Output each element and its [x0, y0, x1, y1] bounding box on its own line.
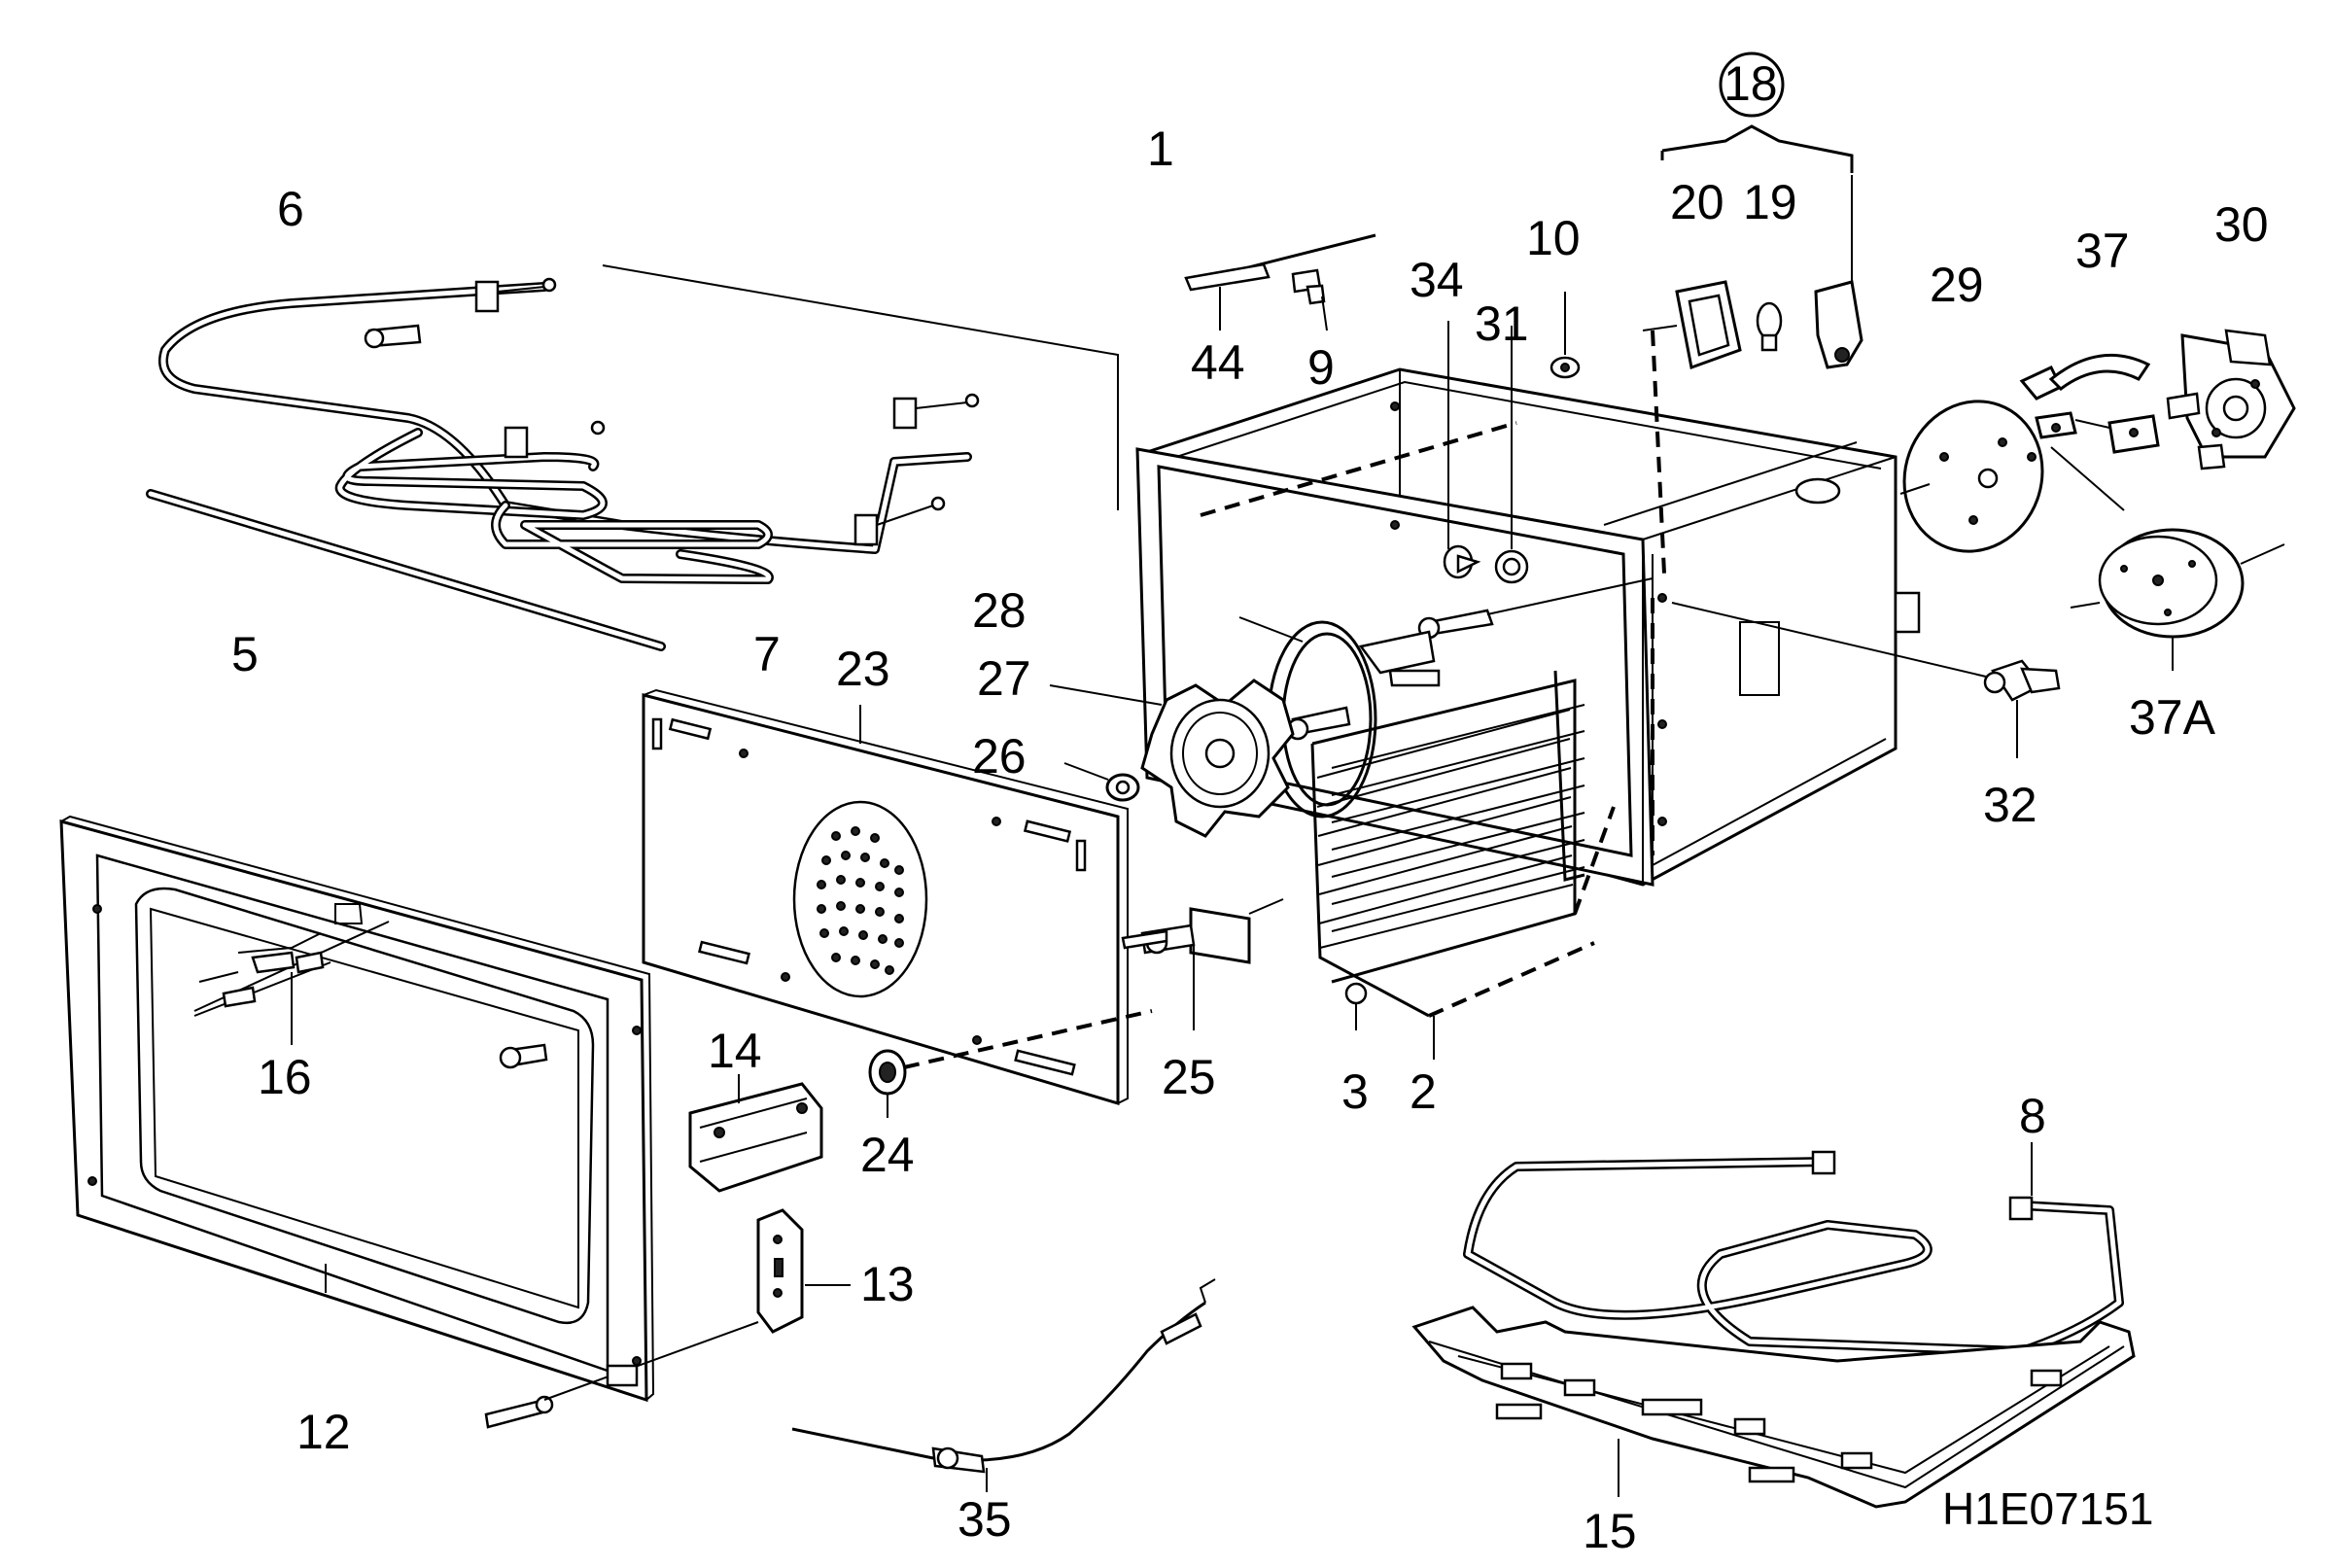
label-30: 30 [2214, 197, 2269, 252]
bracket-37 [2019, 353, 2160, 511]
label-32: 32 [1983, 778, 2037, 832]
label-2: 2 [1410, 1064, 1437, 1119]
label-20: 20 [1670, 175, 1724, 229]
lower-heating-element-8 [1463, 1142, 2124, 1356]
label-19: 19 [1743, 175, 1797, 229]
label-28: 28 [972, 583, 1027, 638]
label-26: 26 [972, 729, 1027, 784]
rear-panel-23 [642, 688, 1129, 1106]
nut-10 [1550, 292, 1581, 379]
label-13: 13 [860, 1257, 915, 1311]
knob-24 [868, 1009, 1153, 1118]
fan-motor-30 [2166, 329, 2296, 470]
door-latch-16 [193, 951, 331, 1035]
hinge-25 [1121, 898, 1284, 1030]
label-23: 23 [836, 642, 890, 696]
fan-motor-plate-29 [1899, 400, 2044, 553]
upper-heating-element [158, 277, 980, 584]
lamp-socket-32 [1671, 602, 2061, 758]
panel-vent-holes [817, 826, 904, 975]
label-34: 34 [1410, 253, 1464, 307]
label-27: 27 [977, 651, 1031, 706]
label-16: 16 [258, 1050, 312, 1104]
part-labels: 1 2 3 5 6 7 8 9 10 12 13 14 15 16 18 19 … [231, 56, 2269, 1558]
label-18: 18 [1724, 56, 1778, 111]
label-6: 6 [277, 182, 304, 236]
drawing-code: H1E07151 [1942, 1483, 2153, 1534]
nut-26 [1063, 762, 1140, 802]
label-1: 1 [1147, 122, 1174, 176]
label-14: 14 [708, 1024, 762, 1078]
label-25: 25 [1162, 1050, 1216, 1104]
label-7: 7 [753, 627, 781, 681]
label-9: 9 [1307, 340, 1335, 395]
thermostat-37a [2070, 528, 2285, 671]
bottom-tray-15 [1411, 1306, 2136, 1509]
sensor-probe-44 [1184, 233, 1376, 331]
lamp-group-18 [1642, 52, 1863, 575]
hinge-bracket-14 [688, 1074, 823, 1193]
leader-element-to-cavity [602, 264, 1119, 510]
label-10: 10 [1526, 211, 1581, 265]
hinge-plate-13 [756, 1208, 851, 1334]
label-29: 29 [1930, 258, 1984, 312]
oven-door-12 [59, 815, 759, 1429]
label-12: 12 [296, 1405, 351, 1459]
heating-rod-5 [146, 489, 666, 651]
screws-34-31 [1417, 321, 1654, 640]
label-24: 24 [860, 1128, 915, 1182]
label-37a: 37A [2129, 690, 2216, 745]
temperature-probe-35 [791, 1278, 1216, 1492]
shelf-support-2 [1310, 670, 1616, 1060]
label-5: 5 [231, 627, 259, 681]
label-31: 31 [1475, 296, 1529, 351]
label-8: 8 [2019, 1089, 2046, 1143]
label-35: 35 [958, 1492, 1012, 1547]
label-15: 15 [1583, 1504, 1637, 1558]
label-37: 37 [2075, 224, 2130, 278]
fan-wheel-27 [1049, 679, 1295, 838]
label-3: 3 [1341, 1064, 1369, 1119]
label-44: 44 [1191, 335, 1245, 390]
